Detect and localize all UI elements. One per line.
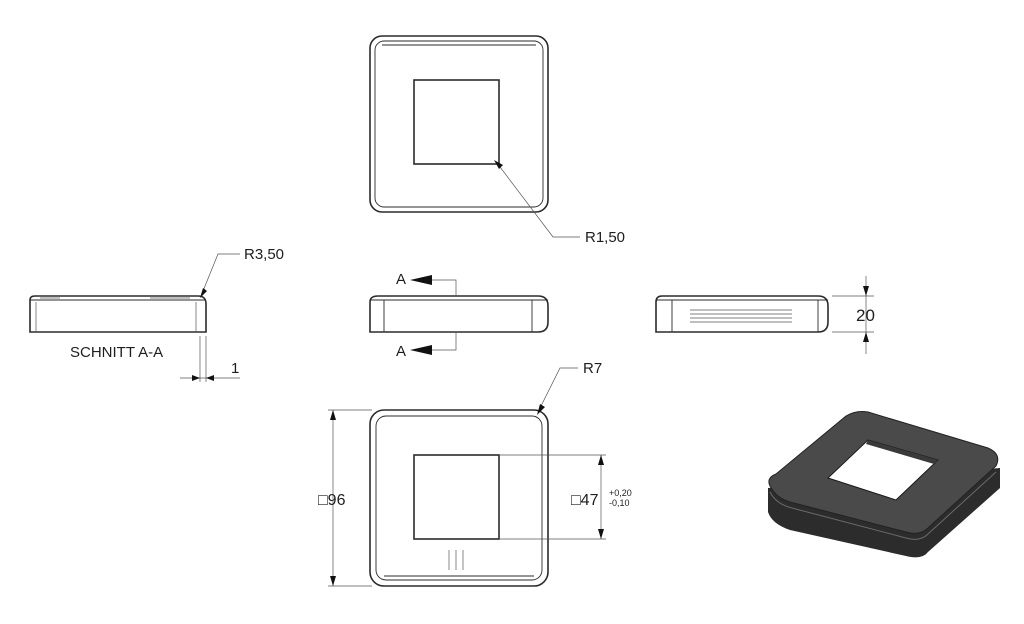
top-view: R1,50 — [369, 35, 625, 246]
label-tol-minus: -0,10 — [609, 498, 630, 508]
label-outer-size: □96 — [318, 492, 346, 509]
label-section-a-top: A — [396, 271, 406, 288]
side-view-outline — [655, 295, 829, 333]
height-arrow-top — [863, 286, 869, 296]
label-section-a-bottom: A — [396, 343, 406, 360]
iso-hole-wall — [866, 440, 938, 464]
iso-edge-highlight-front — [769, 491, 929, 540]
cut-arrow-top — [410, 275, 432, 285]
outer-arrow-top — [330, 410, 336, 420]
bottom-view-fillet-edge — [375, 415, 543, 581]
thickness-arrow-left — [192, 375, 200, 381]
bottom-view: R7 □96 □47 +0,20 -0,10 — [318, 360, 632, 587]
label-inner-size: □47 — [571, 492, 599, 509]
thickness-arrow-right — [206, 375, 214, 381]
inner-arrow-bottom — [598, 529, 604, 539]
label-tol-plus: +0,20 — [609, 488, 632, 498]
label-height: 20 — [856, 306, 875, 325]
bottom-view-outer-edge — [369, 409, 549, 587]
inner-arrow-top — [598, 455, 604, 465]
top-view-outer-edge — [369, 35, 549, 213]
isometric-view — [768, 411, 1000, 558]
height-arrow-bottom — [863, 332, 869, 342]
section-title: SCHNITT A-A — [70, 344, 163, 361]
front-view: A A — [369, 271, 549, 360]
top-view-fillet-edge — [374, 40, 544, 208]
label-r-outer: R7 — [583, 360, 602, 377]
iso-edge-highlight-right — [927, 471, 997, 535]
label-r-section: R3,50 — [244, 246, 284, 263]
section-view: R3,50 SCHNITT A-A 1 — [29, 246, 284, 382]
cut-line-bottom — [412, 332, 457, 351]
outer-arrow-bottom — [330, 576, 336, 586]
leader-r-inner-arrow — [494, 160, 503, 169]
leader-r-section-arrow — [200, 288, 207, 298]
cut-line-top — [412, 279, 457, 296]
label-r-inner: R1,50 — [585, 229, 625, 246]
label-thickness: 1 — [231, 360, 239, 377]
front-view-outline — [369, 295, 549, 333]
leader-r-outer-arrow — [537, 404, 545, 415]
side-view: 20 — [655, 276, 875, 354]
leader-r-outer — [537, 367, 578, 413]
leader-r-inner — [496, 162, 580, 238]
bottom-view-inner-hole — [413, 454, 500, 540]
section-outline — [29, 295, 207, 333]
top-view-inner-hole — [413, 79, 500, 165]
leader-r-section — [200, 253, 240, 297]
cut-arrow-bottom — [410, 345, 432, 355]
